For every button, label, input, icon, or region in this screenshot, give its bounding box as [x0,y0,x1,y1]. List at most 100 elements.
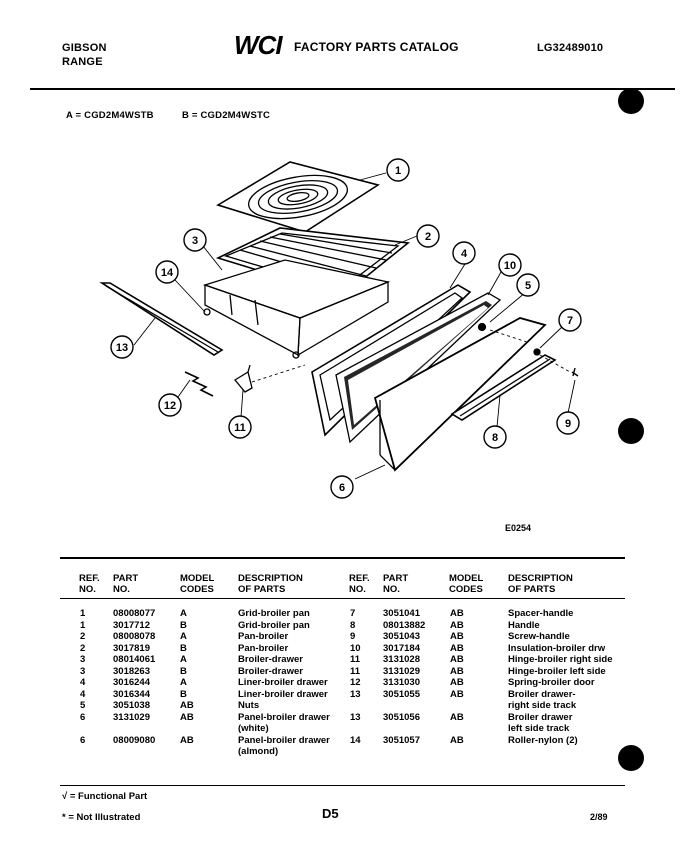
description-cell: Liner-broiler drawer [238,688,328,700]
model-codes-cell: AB [180,700,194,711]
ref-no-cell: 3 [80,654,86,665]
broiler-drawer [202,259,391,359]
drawer-panel [373,317,547,472]
header-model-r-2: CODES [449,584,483,595]
description-cell: Spring-broiler door [508,677,595,688]
header-ref-2: NO. [79,584,96,595]
model-codes-cell: A [180,631,187,642]
description-cell: Hinge-broiler right side [508,654,613,665]
svg-text:5: 5 [525,280,531,292]
binder-hole-top [618,88,644,114]
ref-no-cell: 11 [350,665,361,677]
description-cell: (white) [238,723,269,734]
ref-no-cell: 8 [350,619,356,631]
header-part: PART [113,573,139,584]
catalog-title: FACTORY PARTS CATALOG [294,40,459,54]
part-no-cell: 08008078 [113,631,156,642]
model-codes-cell [180,723,238,735]
grid-broiler-pan [216,161,380,233]
part-no-cell: 3051056 [383,711,420,723]
callout-3: 3 [183,228,207,252]
header-model-r: MODEL [449,573,484,584]
door-hinge [234,364,253,393]
part-no-cell: 3051041 [383,608,420,619]
svg-text:7: 7 [567,315,573,327]
page-number: D5 [322,806,339,821]
table-header-rule [60,598,625,599]
binder-hole-middle [618,418,644,444]
part-no-cell: 3016244 [113,677,150,688]
part-no-cell: 3131030 [383,677,420,688]
description-cell: Broiler drawer [508,711,573,723]
description-cell: Panel-broiler drawer [238,734,330,746]
exploded-parts-diagram: 1 2 3 4 5 6 7 8 9 10 11 12 13 14 [99,158,582,499]
callout-14: 14 [155,260,179,284]
binder-hole-bottom [618,745,644,771]
ref-no-cell: 1 [80,608,86,619]
callout-9: 9 [556,411,580,435]
callout-8: 8 [483,425,507,449]
svg-text:14: 14 [161,267,174,279]
table-row: (white) [80,723,348,735]
model-codes-cell: AB [450,608,464,619]
ref-no-cell: 3 [80,665,86,677]
part-no-cell: 3051043 [383,631,420,642]
model-codes-cell: AB [180,734,194,746]
description-cell: Pan-broiler [238,631,289,642]
part-no-cell: 3131028 [383,654,420,665]
ref-no-cell: 1 [80,619,86,631]
description-cell: Liner-broiler drawer [238,677,328,688]
description-cell: Grid-broiler pan [238,619,310,631]
svg-text:11: 11 [234,422,246,434]
not-illustrated-note: * = Not Illustrated [62,812,141,823]
header-part-r-2: NO. [383,584,400,595]
part-no-cell: 08014061 [113,654,156,665]
model-codes-cell: A [180,654,187,665]
header-ref-r-2: NO. [349,584,366,595]
ref-no-cell: 4 [80,677,86,688]
part-no-cell [383,723,450,735]
part-no-cell [113,723,180,735]
description-cell: left side track [508,723,570,734]
svg-text:6: 6 [339,482,345,494]
svg-text:12: 12 [164,400,176,412]
description-cell: Insulation-broiler drw [508,642,606,654]
ref-no-cell: 5 [80,700,86,711]
callout-7: 7 [558,308,582,332]
svg-text:1: 1 [395,165,401,177]
description-cell: Roller-nylon (2) [508,734,578,746]
callout-5: 5 [516,273,540,297]
figure-code: E0254 [505,523,532,533]
print-date: 2/89 [590,812,608,822]
ref-no-cell [80,746,113,758]
drawer-track [99,282,224,356]
callout-1: 1 [386,158,410,182]
footer-rule [60,785,625,786]
description-cell: Nuts [238,700,260,711]
part-no-cell: 3131029 [113,711,150,723]
model-codes-cell: AB [450,665,464,677]
header-desc-2: OF PARTS [238,584,286,595]
ref-no-cell [80,723,113,735]
model-a-code: A = CGD2M4WSTB [66,110,154,121]
model-codes-cell: AB [450,688,464,700]
model-codes-cell: AB [180,711,194,723]
description-cell: Grid-broiler pan [238,608,310,619]
part-no-cell: 3017819 [113,642,150,654]
table-row: left side track [350,723,638,735]
callout-6: 6 [330,475,354,499]
model-codes-cell [450,723,508,735]
ref-no-cell: 13 [350,688,361,700]
description-cell: Spacer-handle [508,608,574,619]
part-no-cell [383,700,450,712]
model-codes-cell: A [180,608,187,619]
